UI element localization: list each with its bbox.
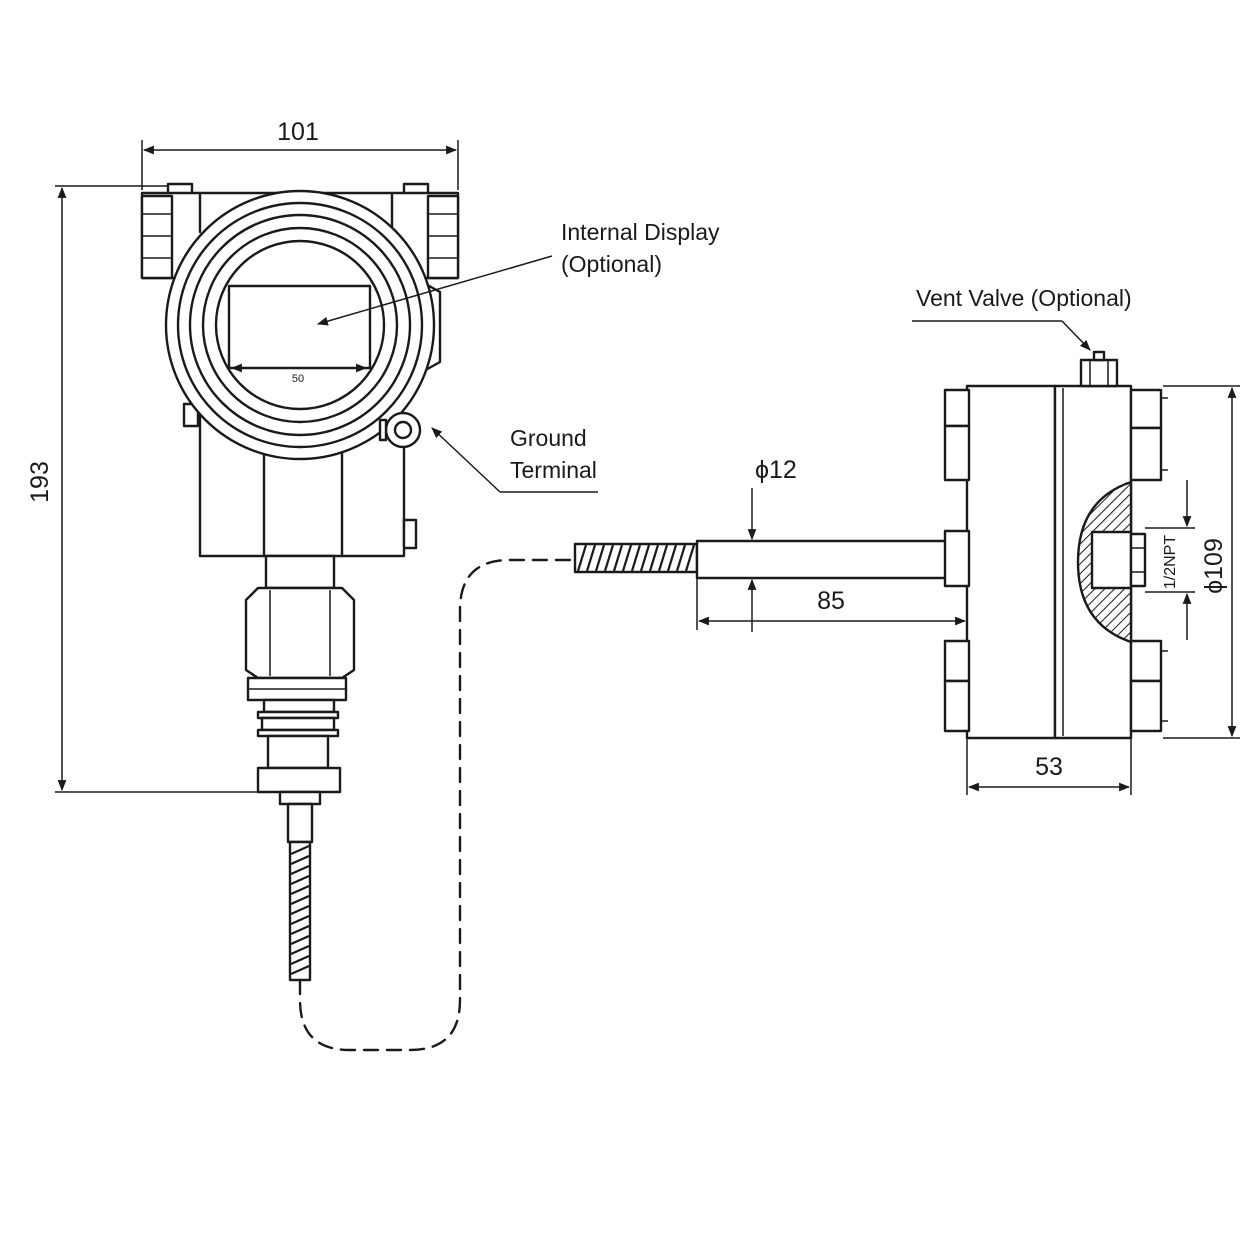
process-connection: [244, 554, 356, 844]
dim-50: 50: [292, 373, 304, 385]
dim-53: 53: [1035, 753, 1063, 781]
dimension-lines: [55, 140, 1240, 795]
transmitter-housing: [140, 182, 460, 558]
annotation-text: Internal Display (Optional) Ground Termi…: [26, 118, 1228, 781]
terminal-label: Terminal: [510, 457, 597, 483]
dim-101: 101: [277, 118, 319, 146]
ground-label: Ground: [510, 425, 587, 451]
internal-display-label: Internal Display: [561, 219, 720, 245]
dim-193: 193: [26, 461, 54, 503]
dim-half-npt: 1/2NPT: [1162, 535, 1179, 589]
dim-phi12: ϕ12: [755, 456, 797, 484]
remote-seal: [695, 350, 1168, 740]
dim-phi109: ϕ109: [1200, 538, 1228, 594]
capillary: [288, 542, 699, 1052]
dim-85: 85: [817, 587, 845, 615]
internal-display-optional-label: (Optional): [561, 251, 662, 277]
leader-lines: [316, 255, 1091, 493]
vent-valve-label: Vent Valve (Optional): [916, 285, 1132, 311]
